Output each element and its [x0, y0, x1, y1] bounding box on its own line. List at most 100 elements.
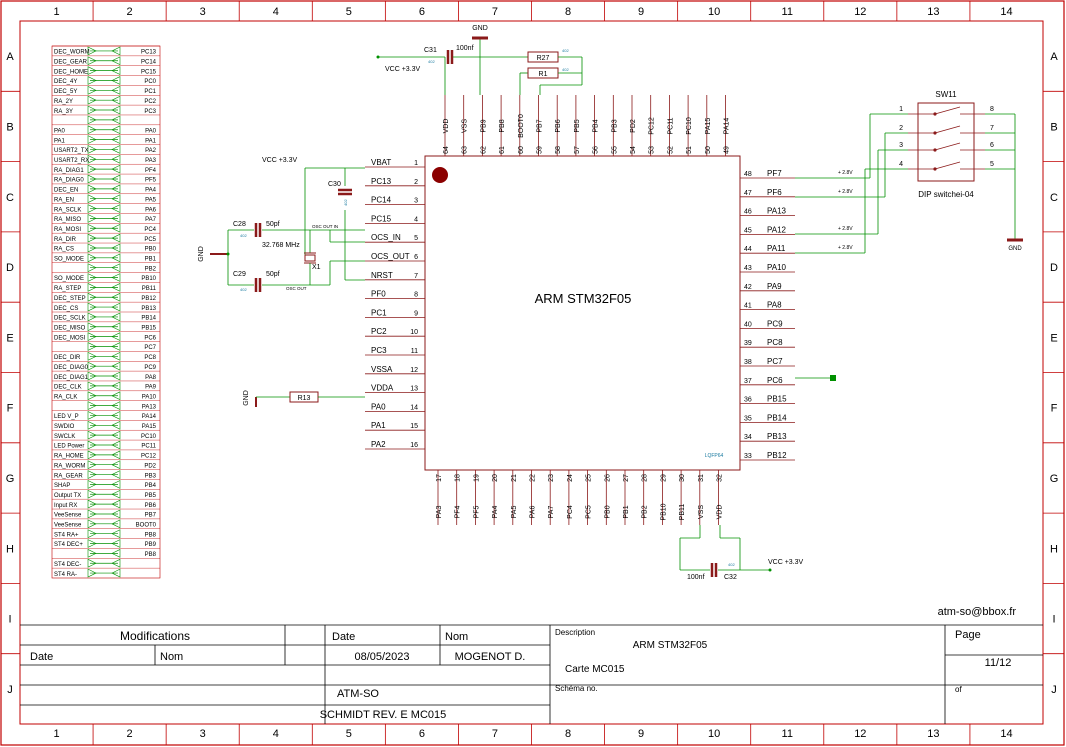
- connector-arrow: [111, 105, 121, 115]
- connector-arrow: [111, 66, 121, 76]
- chip-pin-name: PF0: [371, 290, 386, 299]
- chip-pin-name: PA7: [548, 506, 555, 519]
- connector-arrow: [111, 322, 121, 332]
- chip-pin-number: 10: [410, 329, 418, 336]
- osc-in-label: OSC OUT IN: [312, 224, 338, 229]
- connector-right-label: PB14: [141, 316, 156, 322]
- chip-pin-name: PB6: [555, 119, 562, 132]
- column-label: 11: [782, 728, 793, 740]
- chip-name: ARM STM32F05: [535, 291, 632, 306]
- chip-pin-number: 63: [462, 146, 469, 154]
- nom-column-label: Nom: [160, 651, 183, 663]
- chip-pin-number: 15: [410, 423, 418, 430]
- connector-arrow: [111, 292, 121, 302]
- connector-arrow: [111, 371, 121, 381]
- chip-pin-name: PC2: [371, 327, 387, 336]
- chip-pin-number: 12: [410, 367, 418, 374]
- chip-pin-number: 51: [686, 146, 693, 154]
- connector-arrow: [87, 430, 97, 440]
- row-label: E: [6, 332, 13, 344]
- chip-pin-number: 60: [518, 146, 525, 154]
- chip-body: [424, 155, 741, 471]
- connector-arrow: [87, 194, 97, 204]
- connector-left-label: RA_GEAR: [54, 473, 83, 479]
- connector-left-label: DEC_EN: [54, 188, 78, 194]
- connector-arrow: [87, 480, 97, 489]
- sw11-ref: SW11: [935, 90, 957, 99]
- chip-pin-name: PB7: [537, 119, 544, 132]
- chip-pin-number: 11: [411, 348, 418, 355]
- connector-arrow: [111, 332, 121, 342]
- switch-contact: [933, 167, 937, 171]
- chip-pin-name: PC6: [767, 376, 783, 385]
- chip-pin-number: 44: [744, 246, 752, 253]
- connector-left-label: RA_2Y: [54, 99, 73, 105]
- chip-pin-name: PB14: [767, 413, 787, 422]
- connector-left-label: ST4 DEC-: [54, 562, 81, 568]
- gnd-label: GND: [243, 390, 250, 406]
- connector-arrow: [111, 430, 121, 440]
- column-label: 8: [565, 728, 571, 740]
- connector-left-label: ST4 RA+: [54, 532, 79, 538]
- connector-arrow: [111, 76, 121, 85]
- chip-pin-name: PC14: [371, 196, 392, 205]
- row-label: D: [1050, 262, 1058, 274]
- connector-arrow: [111, 243, 121, 253]
- chip-pin-name: VSSA: [371, 365, 393, 374]
- chip-pin-number: 5: [414, 235, 418, 242]
- connector-arrow: [111, 539, 121, 548]
- connector-right-label: PB5: [145, 493, 157, 499]
- column-label: 9: [638, 6, 644, 18]
- row-label: J: [1051, 684, 1057, 696]
- chip-pin-name: PC4: [567, 505, 574, 519]
- chip-pin-number: 2: [414, 179, 418, 186]
- connector-arrow: [87, 342, 97, 351]
- column-label: 2: [127, 728, 133, 740]
- chip-pin-number: 64: [443, 146, 450, 154]
- description-label: Description: [555, 628, 595, 637]
- connector-right-label: PB10: [141, 276, 156, 282]
- connector-arrow: [87, 529, 97, 539]
- page-label: Page: [955, 629, 981, 641]
- connector-arrow: [87, 46, 97, 56]
- small-note: 402: [343, 199, 348, 206]
- connector-left-label: VeeSense: [54, 513, 82, 519]
- connector-arrow: [87, 361, 97, 371]
- chip-pin-number: 18: [455, 474, 462, 482]
- connector-arrow: [111, 480, 121, 489]
- chip-pin-number: 39: [744, 340, 752, 347]
- chip-pin-name: PC3: [371, 346, 387, 355]
- chip-pin-name: PB2: [642, 505, 649, 518]
- connector-right-label: PA0: [145, 128, 157, 134]
- chip-pin-number: 47: [744, 190, 752, 197]
- connector-arrow: [87, 312, 97, 322]
- connector-right-label: PA2: [145, 148, 157, 154]
- sw11-pin-number: 7: [990, 125, 994, 132]
- chip-pin-number: 56: [593, 146, 600, 154]
- connector-left-label: DEC_DIAG0: [54, 365, 89, 371]
- column-label: 12: [854, 6, 866, 18]
- chip-pin-number: 26: [604, 474, 611, 482]
- chip-pin-number: 35: [744, 415, 752, 422]
- chip-pin-name: PA2: [371, 440, 386, 449]
- page-number: 11/12: [985, 657, 1012, 669]
- column-label: 13: [927, 6, 939, 18]
- connector-left-label: Input RX: [54, 503, 77, 509]
- chip-pin-name: PA0: [371, 402, 386, 411]
- connector-right-label: PC6: [144, 335, 156, 341]
- chip-pin-number: 7: [414, 273, 418, 280]
- connector-left-label: PA0: [54, 128, 66, 134]
- switch-contact: [933, 112, 937, 116]
- chip-pin-name: PB0: [604, 505, 611, 518]
- chip-pin-name: PC15: [371, 214, 392, 223]
- column-label: 4: [273, 6, 279, 18]
- connector-arrow: [87, 243, 97, 253]
- chip-pin-number: 36: [744, 397, 752, 404]
- chip-pin-name: PB15: [767, 395, 787, 404]
- column-label: 6: [419, 728, 425, 740]
- column-label: 11: [782, 6, 793, 18]
- row-label: H: [1050, 543, 1058, 555]
- connector-left-label: DEC_CLK: [54, 385, 82, 391]
- sw11-pin-number: 8: [990, 106, 994, 113]
- connector-right-label: PA14: [142, 414, 157, 420]
